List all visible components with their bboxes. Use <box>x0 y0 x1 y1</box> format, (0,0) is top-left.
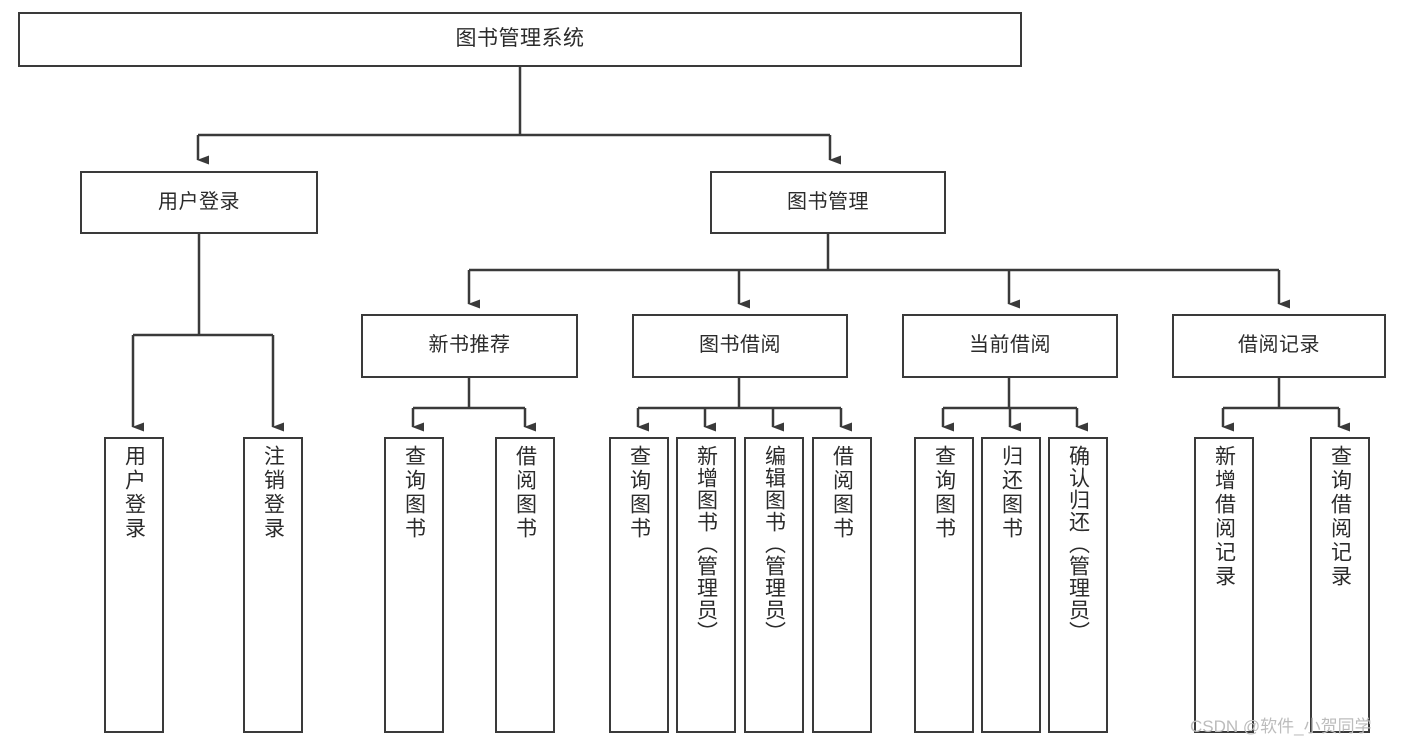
leaf-add-borrow-record[interactable]: 新增借阅记录 <box>1194 437 1254 733</box>
node-label: 借阅记录 <box>1238 334 1320 357</box>
node-label: 新书推荐 <box>428 334 511 357</box>
node-new-book-recommendation[interactable]: 新书推荐 <box>361 314 578 378</box>
node-root-system[interactable]: 图书管理系统 <box>18 12 1022 67</box>
node-label: 新增图书（管理员） <box>694 445 718 643</box>
node-borrow-records[interactable]: 借阅记录 <box>1172 314 1386 378</box>
node-label: 归还图书 <box>999 445 1023 541</box>
leaf-borrow-books[interactable]: 借阅图书 <box>812 437 872 733</box>
leaf-add-book-admin[interactable]: 新增图书（管理员） <box>676 437 736 733</box>
leaf-query-borrow-record[interactable]: 查询借阅记录 <box>1310 437 1370 733</box>
node-current-borrowing[interactable]: 当前借阅 <box>902 314 1118 378</box>
node-user-login[interactable]: 用户登录 <box>80 171 318 234</box>
node-label: 借阅图书 <box>513 445 537 541</box>
node-label: 用户登录 <box>158 190 240 213</box>
node-label: 确认归还（管理员） <box>1066 445 1090 643</box>
leaf-query-books-current[interactable]: 查询图书 <box>914 437 974 733</box>
node-label: 查询图书 <box>627 445 651 541</box>
node-book-management[interactable]: 图书管理 <box>710 171 946 234</box>
node-label: 用户登录 <box>122 445 146 541</box>
node-label: 当前借阅 <box>969 334 1051 357</box>
node-label: 图书借阅 <box>699 334 781 357</box>
leaf-borrow-books-recommend[interactable]: 借阅图书 <box>495 437 555 733</box>
node-label: 图书管理系统 <box>455 27 585 51</box>
leaf-return-books[interactable]: 归还图书 <box>981 437 1041 733</box>
leaf-user-login[interactable]: 用户登录 <box>104 437 164 733</box>
node-label: 查询图书 <box>402 445 426 541</box>
node-label: 编辑图书（管理员） <box>762 445 786 643</box>
node-label: 查询借阅记录 <box>1328 445 1352 589</box>
leaf-edit-book-admin[interactable]: 编辑图书（管理员） <box>744 437 804 733</box>
leaf-query-books-borrow[interactable]: 查询图书 <box>609 437 669 733</box>
node-label: 查询图书 <box>932 445 956 541</box>
node-label: 注销登录 <box>261 445 285 541</box>
node-book-borrowing[interactable]: 图书借阅 <box>632 314 848 378</box>
node-label: 新增借阅记录 <box>1212 445 1236 589</box>
node-label: 借阅图书 <box>830 445 854 541</box>
leaf-query-books-recommend[interactable]: 查询图书 <box>384 437 444 733</box>
leaf-confirm-return-admin[interactable]: 确认归还（管理员） <box>1048 437 1108 733</box>
leaf-logout[interactable]: 注销登录 <box>243 437 303 733</box>
node-label: 图书管理 <box>787 190 869 213</box>
